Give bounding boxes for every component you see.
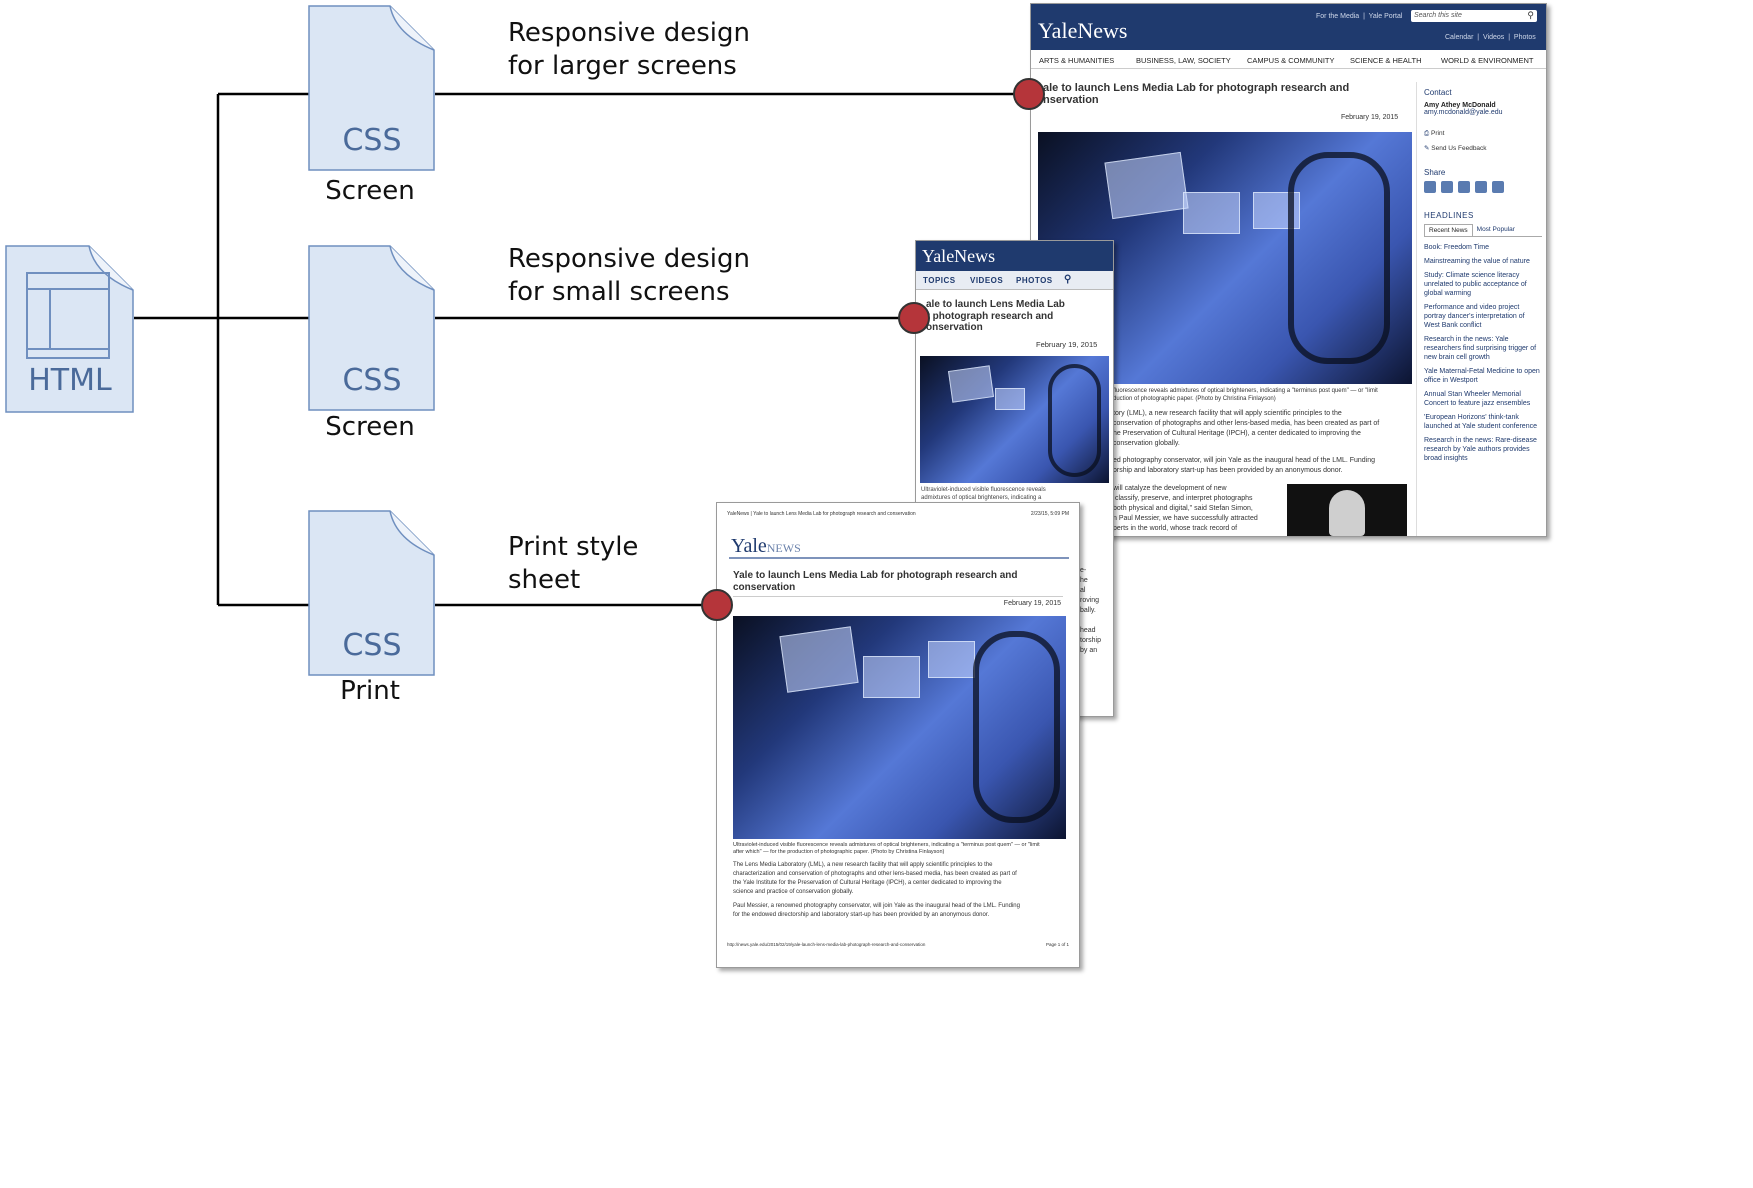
headline-link[interactable]: Book: Freedom Time <box>1424 244 1489 251</box>
html-file-icon: HTML <box>5 245 135 413</box>
css-file-label: CSS <box>342 363 402 398</box>
large-date: February 19, 2015 <box>1341 114 1399 121</box>
twitter-icon[interactable] <box>1441 181 1453 193</box>
html-file-label: HTML <box>28 363 112 398</box>
nav-topics[interactable]: TOPICS <box>923 276 956 285</box>
large-screen-screenshot: YaleNews For the Media | Yale Portal Sea… <box>1030 3 1547 537</box>
print-body-1: The Lens Media Laboratory (LML), a new r… <box>733 862 1017 895</box>
link-yale-portal[interactable]: Yale Portal <box>1368 13 1403 20</box>
large-body-2: ed photography conservator, will join Ya… <box>1113 457 1376 474</box>
link-for-the-media[interactable]: For the Media <box>1316 13 1360 20</box>
link-photos[interactable]: Photos <box>1513 34 1536 41</box>
feedback-icon[interactable]: ✎ <box>1424 145 1430 152</box>
headline-link[interactable]: Annual Stan Wheeler Memorial Concert to … <box>1424 391 1531 407</box>
css-file-icon-large-screen: CSS <box>308 5 436 171</box>
large-caption: fluorescence reveals admixtures of optic… <box>1113 388 1378 402</box>
css-file-label: CSS <box>342 628 402 663</box>
large-headline: ale to launch Lens Media Lab for photogr… <box>1043 82 1350 106</box>
nav-photos[interactable]: PHOTOS <box>1016 276 1053 285</box>
headline-link[interactable]: Research in the news: Yale researchers f… <box>1424 336 1537 361</box>
nav-science[interactable]: SCIENCE & HEALTH <box>1350 56 1422 65</box>
headline-link[interactable]: Yale Maternal-Fetal Medicine to open off… <box>1424 368 1540 384</box>
small-date: February 19, 2015 <box>1036 340 1098 349</box>
email-icon[interactable] <box>1492 181 1504 193</box>
small-logo: YaleNews <box>922 246 996 266</box>
print-headline: Yale to launch Lens Media Lab for photog… <box>733 570 1018 593</box>
facebook-icon[interactable] <box>1424 181 1436 193</box>
connector-dot-large <box>1013 78 1045 110</box>
print-logo: YaleNEWS <box>731 535 801 558</box>
print-header-left: YaleNews | Yale to launch Lens Media Lab… <box>727 511 916 517</box>
feedback-link[interactable]: Send Us Feedback <box>1431 145 1487 152</box>
connector-dot-print <box>701 589 733 621</box>
description-print: Print style sheet <box>508 532 639 595</box>
nav-videos[interactable]: VIDEOS <box>970 276 1004 285</box>
small-caption: Ultraviolet-induced visible fluorescence… <box>921 487 1046 501</box>
reddit-icon[interactable] <box>1475 181 1487 193</box>
large-header: YaleNews For the Media | Yale Portal Sea… <box>1031 4 1546 50</box>
print-body-2: Paul Messier, a renowned photography con… <box>733 903 1020 918</box>
print-date: February 19, 2015 <box>1003 600 1061 607</box>
connector-dot-small <box>898 302 930 334</box>
print-logo-main: Yale <box>731 535 767 557</box>
large-nav: ARTS & HUMANITIES BUSINESS, LAW, SOCIETY… <box>1031 50 1546 69</box>
share-title: Share <box>1424 168 1446 177</box>
css-file-icon-small-screen: CSS <box>308 245 436 411</box>
headline-link[interactable]: Mainstreaming the value of nature <box>1424 258 1530 265</box>
large-sidebar: Contact Amy Athey McDonald amy.mcdonald@… <box>1424 88 1542 468</box>
print-icon[interactable]: ⎙ <box>1424 130 1430 137</box>
share-icons <box>1424 181 1542 193</box>
css-caption-screen-small: Screen <box>325 412 415 442</box>
large-search-box[interactable]: Search this site ⚲ <box>1411 10 1537 22</box>
headlines-tabs: Recent News Most Popular <box>1424 224 1542 237</box>
small-photo <box>920 356 1109 483</box>
link-videos[interactable]: Videos <box>1483 34 1505 41</box>
css-file-label: CSS <box>342 123 402 158</box>
print-link[interactable]: Print <box>1431 130 1445 137</box>
nav-campus[interactable]: CAMPUS & COMMUNITY <box>1247 56 1335 65</box>
headline-link[interactable]: Study: Climate science literacy unrelate… <box>1424 272 1527 297</box>
large-body-3: will catalyze the development of new cla… <box>1113 485 1258 532</box>
contact-email[interactable]: amy.mcdonald@yale.edu <box>1424 109 1503 116</box>
large-logo: YaleNews <box>1038 18 1128 43</box>
print-sheet-screenshot: YaleNews | Yale to launch Lens Media Lab… <box>716 502 1080 968</box>
headlines-title: HEADLINES <box>1424 211 1474 220</box>
css-caption-print: Print <box>340 676 400 706</box>
portrait-photo <box>1287 484 1407 536</box>
contact-title: Contact <box>1424 88 1452 97</box>
link-calendar[interactable]: Calendar <box>1445 34 1474 41</box>
headline-link[interactable]: Performance and video project portray da… <box>1424 304 1525 329</box>
tab-recent-news[interactable]: Recent News <box>1424 224 1473 236</box>
print-footer-url: http://news.yale.edu/2015/02/19/yale-lau… <box>727 942 926 947</box>
linkedin-icon[interactable] <box>1458 181 1470 193</box>
print-logo-sub: NEWS <box>766 541 801 555</box>
print-photo <box>733 616 1066 839</box>
search-icon[interactable]: ⚲ <box>1064 274 1072 285</box>
nav-arts[interactable]: ARTS & HUMANITIES <box>1039 56 1115 65</box>
nav-world[interactable]: WORLD & ENVIRONMENT <box>1441 56 1534 65</box>
small-headline: ale to launch Lens Media Lab r photograp… <box>926 299 1065 333</box>
print-caption: Ultraviolet-induced visible fluorescence… <box>733 842 1040 855</box>
description-large-screens: Responsive design for larger screens <box>508 18 750 81</box>
small-header: YaleNews <box>916 241 1113 271</box>
print-footer-page: Page 1 of 1 <box>1045 942 1069 947</box>
headline-link[interactable]: Research in the news: Rare-disease resea… <box>1424 437 1537 462</box>
nav-business[interactable]: BUSINESS, LAW, SOCIETY <box>1136 56 1231 65</box>
css-file-icon-print: CSS <box>308 510 436 676</box>
css-caption-screen-large: Screen <box>325 176 415 206</box>
description-small-screens: Responsive design for small screens <box>508 244 750 307</box>
search-icon[interactable]: ⚲ <box>1527 10 1534 20</box>
small-body-fragments: e- he al roving bally. head torship by a… <box>1080 567 1102 654</box>
contact-name: Amy Athey McDonald <box>1424 102 1496 109</box>
headline-link[interactable]: 'European Horizons' think-tank launched … <box>1424 414 1537 430</box>
print-header-right: 2/23/15, 5:09 PM <box>1030 511 1069 517</box>
search-placeholder: Search this site <box>1414 12 1462 19</box>
small-nav: TOPICS VIDEOS PHOTOS ⚲ <box>916 271 1113 290</box>
tab-most-popular[interactable]: Most Popular <box>1476 226 1515 233</box>
large-body-1: tory (LML), a new research facility that… <box>1113 410 1380 447</box>
